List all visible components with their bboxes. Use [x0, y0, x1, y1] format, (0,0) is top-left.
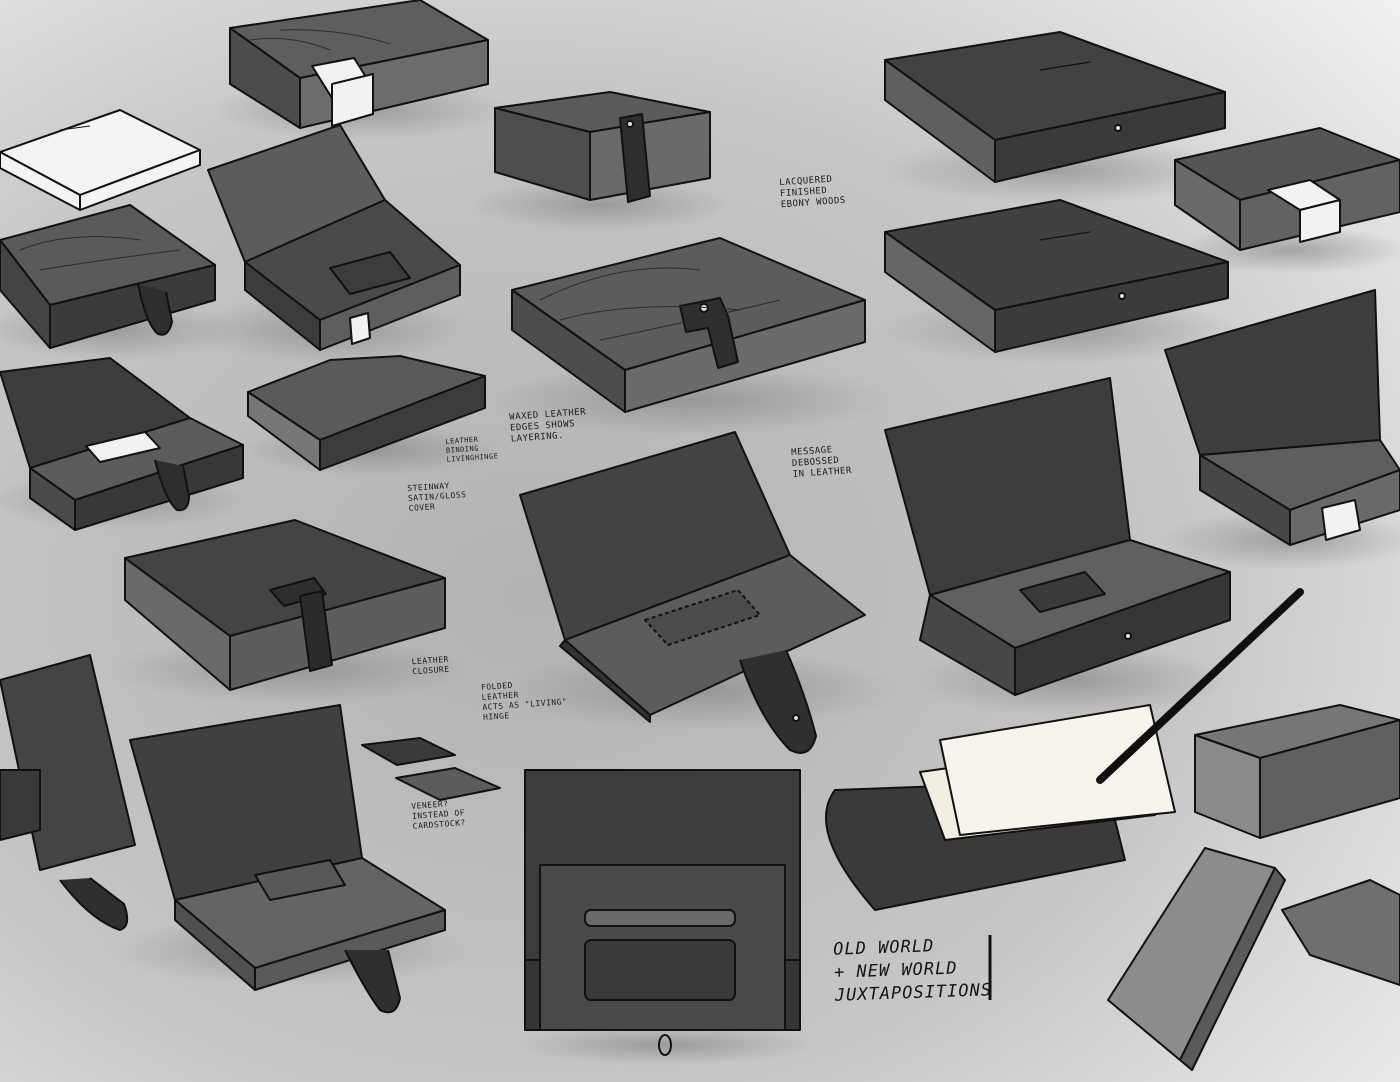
box-wood-label-right	[1170, 127, 1400, 274]
box-wood-loop-left	[0, 204, 240, 360]
box-dark-label-left	[0, 357, 250, 531]
box-dark-long-top-right	[880, 31, 1240, 204]
annotation-leather-bindings: LEATHER BINDING LIVINGHINGE	[445, 434, 499, 465]
headline-juxtapositions: OLD WORLD + NEW WORLD JUXTAPOSITIONS	[833, 933, 993, 1007]
box-open-wood-tray	[190, 124, 470, 364]
annotation-folded-leather: FOLDED LEATHER ACTS AS "LIVING" HINGE	[481, 677, 569, 723]
box-flat-gray-bottom-right	[1107, 847, 1400, 1071]
annotation-steinway: STEINWAY SATIN/GLOSS COVER	[407, 480, 467, 514]
annotation-message-debossed: MESSAGE DEBOSSED IN LEATHER	[791, 444, 852, 481]
box-dark-mid-right	[880, 199, 1240, 364]
box-open-wood-bottom	[110, 704, 470, 1014]
material-swatches	[361, 737, 501, 801]
box-angled-binding	[240, 355, 500, 476]
annotation-veneer: VENEER? INSTEAD OF CARDSTOCK?	[411, 798, 466, 832]
box-wood-strap-closure	[110, 519, 470, 704]
box-open-far-right	[1160, 289, 1400, 570]
paper-and-pen	[825, 588, 1304, 911]
annotation-leather-closure: LEATHER CLOSURE	[411, 655, 450, 678]
box-open-leather-folder	[500, 431, 900, 754]
box-wood-strap-center	[490, 237, 890, 436]
box-wood-label-top	[210, 0, 510, 140]
annotation-waxed-leather: WAXED LEATHER EDGES SHOWS LAYERING.	[509, 407, 588, 445]
box-open-dark-right	[884, 377, 1231, 716]
box-open-presentation	[515, 769, 815, 1065]
box-stack-gray-right	[1194, 704, 1400, 839]
box-open-bottom-left-partial	[0, 654, 136, 931]
annotation-lacquered: LACQUERED FINISHED EBONY WOODS	[779, 174, 846, 211]
box-wood-strap-top	[470, 91, 730, 231]
box-outline-wire	[0, 109, 201, 211]
